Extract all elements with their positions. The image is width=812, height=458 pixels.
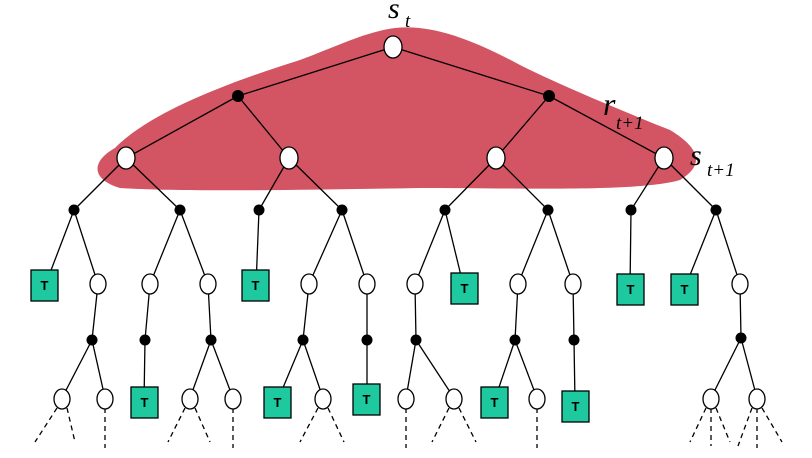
state-node <box>199 273 217 295</box>
svg-text:T: T <box>363 392 371 407</box>
terminal-node: T <box>616 273 645 306</box>
action-node <box>139 334 151 346</box>
action-node <box>336 204 348 216</box>
state-node <box>445 388 463 410</box>
action-node <box>568 334 580 346</box>
action-node <box>735 332 747 344</box>
action-node <box>410 334 422 346</box>
state-node <box>564 273 582 295</box>
state-node <box>731 273 749 295</box>
state-node <box>181 388 199 410</box>
state-node <box>224 388 242 410</box>
action-node <box>710 204 722 216</box>
action-node <box>232 90 244 102</box>
svg-text:T: T <box>252 278 260 293</box>
svg-text:T: T <box>41 278 49 293</box>
terminal-node: T <box>450 272 479 305</box>
svg-text:T: T <box>681 282 689 297</box>
state-node <box>358 273 376 295</box>
terminal-node: T <box>30 269 59 302</box>
svg-text:s: s <box>690 139 702 172</box>
svg-text:T: T <box>461 281 469 296</box>
state-node <box>53 388 71 410</box>
svg-text:T: T <box>491 395 499 410</box>
state-node-root <box>383 35 403 59</box>
action-node <box>174 204 186 216</box>
state-node <box>528 388 546 410</box>
state-node <box>509 273 527 295</box>
action-node <box>86 334 98 346</box>
label-reward: r t+1 <box>603 86 644 134</box>
svg-text:s: s <box>388 0 400 25</box>
terminal-node: T <box>130 386 159 419</box>
svg-text:T: T <box>274 395 282 410</box>
state-node <box>314 388 332 410</box>
label-next-state: s t+1 <box>690 139 735 181</box>
svg-text:t: t <box>405 11 411 32</box>
state-node <box>486 146 506 170</box>
state-node <box>300 273 318 295</box>
state-node <box>702 388 720 410</box>
state-node <box>141 273 159 295</box>
action-node <box>253 204 265 216</box>
state-node <box>397 388 415 410</box>
action-node <box>625 204 637 216</box>
continuation-dashes <box>34 407 783 448</box>
action-node <box>297 334 309 346</box>
svg-text:r: r <box>603 86 616 122</box>
state-node-next <box>654 146 674 170</box>
action-node <box>68 204 80 216</box>
state-node <box>279 146 299 170</box>
action-node <box>542 204 554 216</box>
terminal-node: T <box>352 383 381 416</box>
svg-text:T: T <box>141 395 149 410</box>
label-root-state: s t <box>388 0 411 32</box>
action-node <box>361 334 373 346</box>
state-node <box>116 146 136 170</box>
svg-text:t+1: t+1 <box>707 160 735 181</box>
state-node <box>748 388 766 410</box>
terminal-node: T <box>480 386 509 419</box>
action-node <box>439 204 451 216</box>
svg-text:T: T <box>572 399 580 414</box>
svg-text:t+1: t+1 <box>616 113 644 134</box>
highlight-region <box>97 27 697 191</box>
state-node <box>406 273 424 295</box>
state-node <box>96 388 114 410</box>
terminal-node: T <box>263 386 292 419</box>
state-node <box>89 273 107 295</box>
svg-text:T: T <box>627 282 635 297</box>
action-node <box>543 90 555 102</box>
terminal-node: T <box>670 273 699 306</box>
action-node <box>509 334 521 346</box>
terminal-node: T <box>561 390 590 423</box>
terminal-node: T <box>241 269 270 302</box>
action-node <box>205 334 217 346</box>
